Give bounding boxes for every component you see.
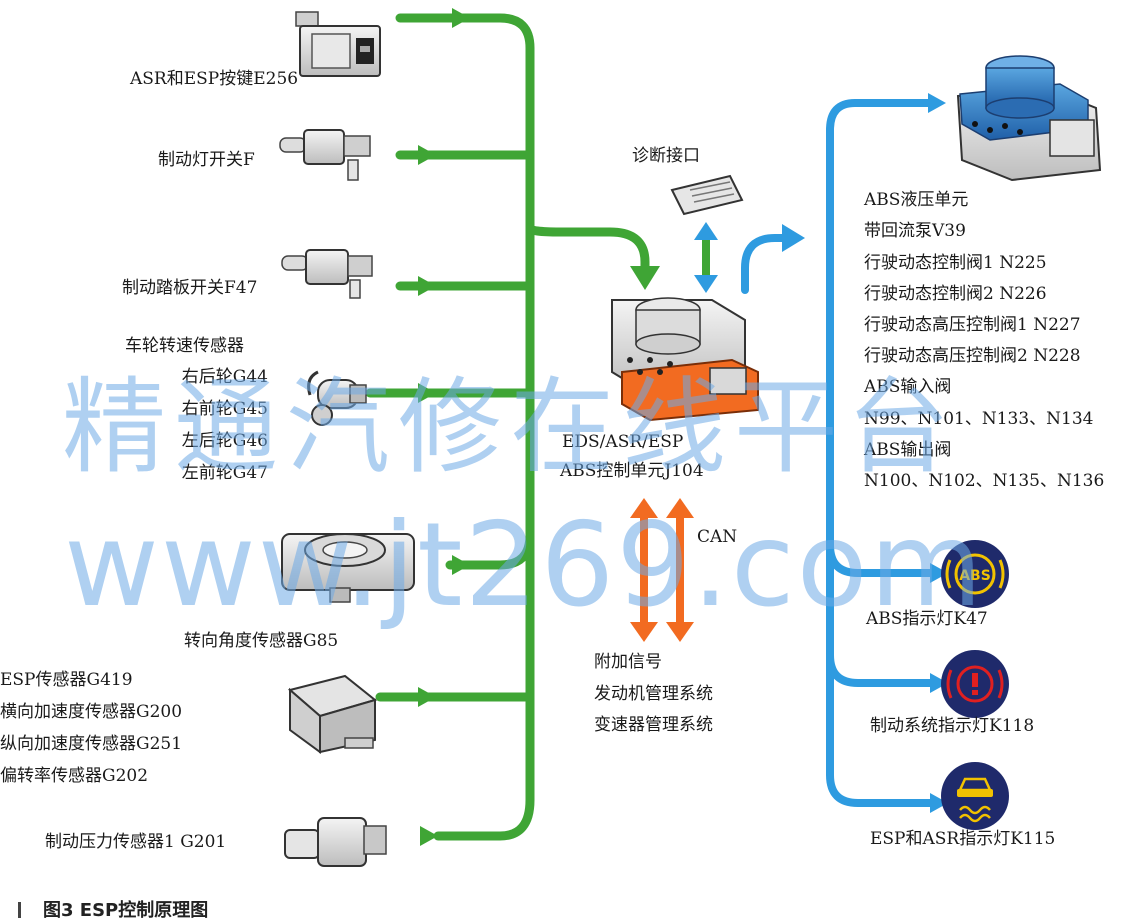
arrow-brake-light-switch [418,145,436,165]
label-brake-pedal-switch: 制动踏板开关F47 [122,278,258,298]
arrow-esp-sensor [418,687,436,707]
arrow-brake-pressure [420,826,438,846]
arrow-brake-lamp [930,673,948,693]
esp-lamp-icon [941,762,1009,830]
label-esp-sensor-item: 偏转率传感器G202 [0,766,149,786]
blue-output-bus [741,99,936,807]
diag-port-icon [670,174,744,216]
label-wheel-speed-item: 左前轮G47 [181,463,268,483]
label-hydraulic-item: 行驶动态高压控制阀1 N227 [864,315,1081,335]
arrow-wheel-speed [418,383,436,403]
label-hydraulic-item: 行驶动态控制阀2 N226 [864,284,1047,304]
label-esp-sensor-item: 横向加速度传感器G200 [0,702,183,722]
steering-angle-sensor-icon [281,533,415,603]
asr-esp-button-icon [295,11,381,77]
esp-sensor-icon [287,674,378,754]
brake-pedal-switch-icon [281,249,373,299]
label-hydraulic-item: ABS输出阀 [864,440,952,460]
label-hydraulic-item: ABS输入阀 [864,377,952,397]
arrow-esp-lamp [930,793,948,813]
arrow-curve-out [782,224,805,252]
green-input-bus [395,13,650,841]
green-arrowheads [418,8,660,846]
abs-control-unit-icon [611,297,759,422]
label-brake-pressure: 制动压力传感器1 G201 [45,832,227,852]
label-esp-sensor-item: ESP传感器G419 [0,670,133,690]
label-extra-item: 附加信号 [594,652,662,672]
wheel-speed-sensor-icon [307,370,367,426]
label-steering-angle: 转向角度传感器G85 [184,631,339,651]
label-diag-port: 诊断接口 [632,146,700,166]
arrow-asr-esp-button [452,8,470,28]
label-esp-lamp: ESP和ASR指示灯K115 [870,829,1056,849]
arrow-steering-angle [452,555,470,575]
abs-lamp-text: ABS [959,568,991,584]
brake-light-switch-icon [279,129,371,181]
label-brake-lamp: 制动系统指示灯K118 [870,716,1035,736]
arrow-brake-pedal-switch [418,276,436,296]
blue-arrowheads [782,93,948,813]
label-hydraulic-item: 带回流泵V39 [864,221,966,241]
label-hydraulic-item: N100、N102、N135、N136 [864,471,1105,491]
arrow-abs-lamp [930,563,948,583]
label-asr-esp-button: ASR和ESP按键E256 [130,69,299,89]
can-double-arrows [630,498,694,642]
diag-double-arrow [694,222,718,293]
label-extra-item: 发动机管理系统 [594,684,713,704]
brake-lamp-icon [941,650,1009,718]
label-wheel-speed-item: 左后轮G46 [181,431,268,451]
brake-pressure-sensor-icon [284,817,387,867]
label-unit-line1: EDS/ASR/ESP [562,432,684,452]
label-abs-lamp: ABS指示灯K47 [866,609,988,629]
abs-lamp-icon: ABS [941,540,1009,608]
label-wheel-speed-item: 右后轮G44 [181,367,268,387]
label-can: CAN [697,527,738,547]
figure-caption: 图3 ESP控制原理图 [18,896,208,922]
label-extra-item: 变速器管理系统 [594,715,713,735]
green-branches [365,150,535,702]
label-brake-light-switch: 制动灯开关F [158,150,255,170]
label-hydraulic-item: 行驶动态控制阀1 N225 [864,253,1047,273]
arrow-into-control-unit [630,266,660,290]
label-hydraulic-item: ABS液压单元 [864,190,969,210]
label-wheel-speed-item: 右前轮G45 [181,399,268,419]
label-wheel-speed-title: 车轮转速传感器 [125,336,244,356]
label-hydraulic-item: N99、N101、N133、N134 [864,409,1094,429]
caption-bar [18,902,21,918]
label-unit-line2: ABS控制单元J104 [560,461,704,481]
label-esp-sensor-item: 纵向加速度传感器G251 [0,734,183,754]
label-hydraulic-item: 行驶动态高压控制阀2 N228 [864,346,1081,366]
caption-text: 图3 ESP控制原理图 [43,900,209,921]
hydraulic-unit-icon [956,55,1102,182]
arrow-hydraulic-unit [928,93,946,113]
